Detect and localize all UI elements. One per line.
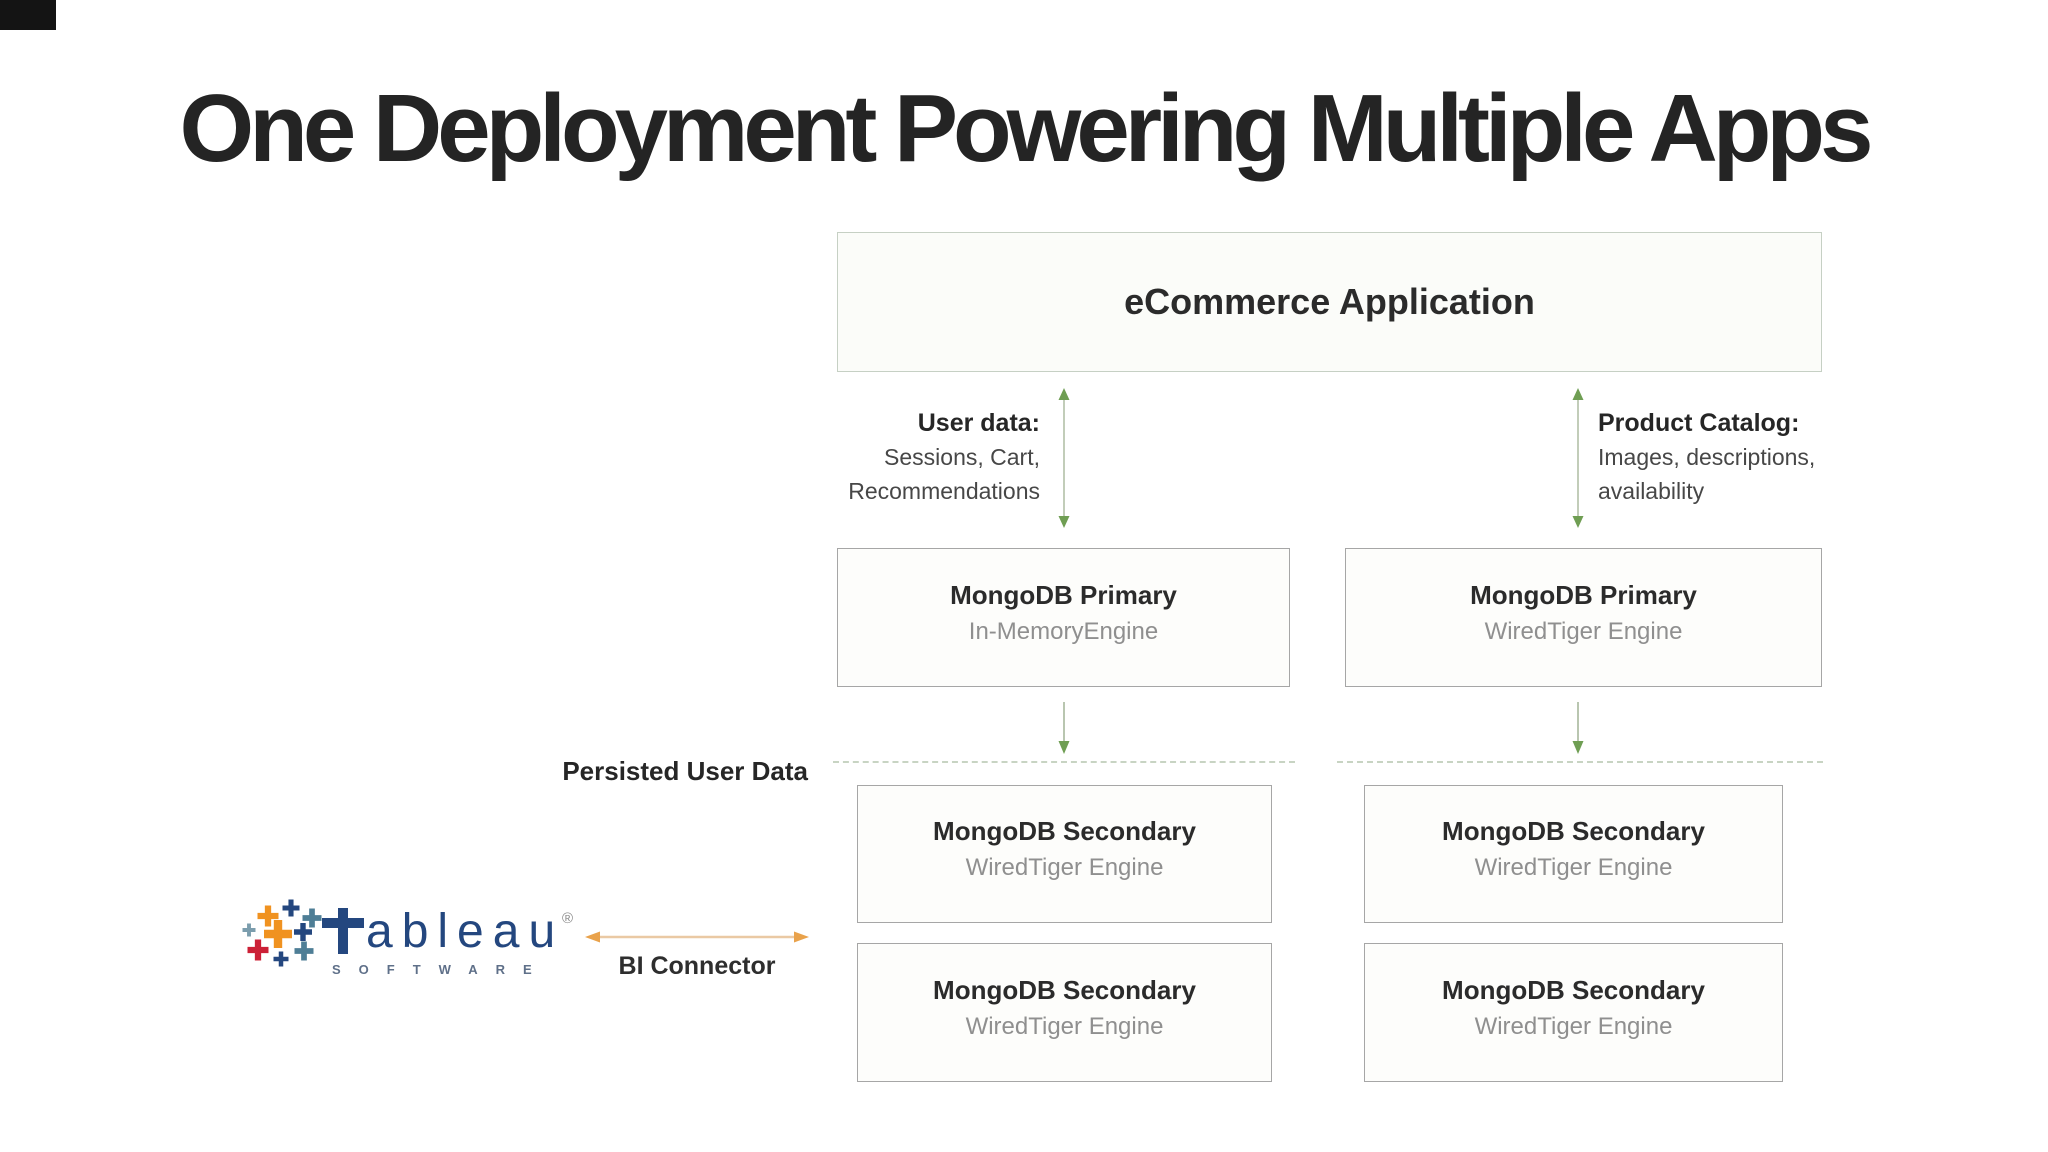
tableau-software-subtext: SOFTWARE: [332, 962, 550, 977]
tableau-registered-mark: ®: [562, 910, 574, 927]
mongodb-secondary-box-left-bottom: MongoDB Secondary WiredTiger Engine: [857, 943, 1272, 1082]
user-data-heading: User data:: [917, 409, 1040, 437]
user-data-updown-arrow-icon: [1058, 388, 1070, 528]
ecommerce-application-label: eCommerce Application: [1124, 281, 1535, 322]
product-catalog-heading: Product Catalog:: [1598, 409, 1800, 437]
secondary-engine: WiredTiger Engine: [1474, 1012, 1673, 1040]
mongodb-secondary-box-right-top: MongoDB Secondary WiredTiger Engine: [1364, 785, 1783, 923]
tableau-plus-burst-icon: [242, 899, 322, 967]
secondary-title: MongoDB Secondary: [933, 816, 1196, 846]
product-catalog-flow-label: Product Catalog: Images, descriptions, a…: [1598, 406, 2018, 508]
product-catalog-line1: Images, descriptions,: [1598, 444, 1816, 470]
mongodb-primary-inmemory-box: MongoDB Primary In-MemoryEngine: [837, 548, 1290, 687]
primary-right-engine: WiredTiger Engine: [1484, 617, 1683, 645]
primary-left-engine: In-MemoryEngine: [968, 617, 1159, 645]
user-data-line2: Recommendations: [848, 478, 1040, 504]
product-catalog-updown-arrow-icon: [1572, 388, 1584, 528]
mongodb-secondary-box-right-bottom: MongoDB Secondary WiredTiger Engine: [1364, 943, 1783, 1082]
bi-connector-arrow-icon: [585, 931, 809, 943]
product-catalog-line2: availability: [1598, 478, 1705, 504]
persisted-boundary-dash-right: [1337, 761, 1823, 763]
page-title: One Deployment Powering Multiple Apps: [179, 75, 1874, 182]
secondary-engine: WiredTiger Engine: [965, 854, 1164, 881]
secondary-engine: WiredTiger Engine: [965, 1012, 1164, 1040]
tableau-logo: ableau ® SOFTWARE: [236, 896, 596, 996]
secondary-title: MongoDB Secondary: [1442, 974, 1705, 1005]
bi-connector-label: BI Connector: [618, 952, 776, 980]
primary-left-title: MongoDB Primary: [950, 579, 1177, 610]
replication-down-arrow-right-icon: [1572, 702, 1584, 754]
persisted-user-data-label: Persisted User Data: [562, 756, 808, 786]
mongodb-secondary-box-left-top: MongoDB Secondary WiredTiger Engine: [857, 785, 1272, 923]
tableau-wordmark: ableau: [366, 905, 565, 958]
secondary-title: MongoDB Secondary: [933, 974, 1196, 1005]
top-left-corner-artifact: [0, 0, 56, 30]
tableau-t-plus-icon: [322, 908, 364, 954]
ecommerce-application-box: eCommerce Application: [837, 232, 1822, 372]
user-data-flow-label: User data: Sessions, Cart, Recommendatio…: [640, 406, 1040, 508]
replication-down-arrow-left-icon: [1058, 702, 1070, 754]
secondary-title: MongoDB Secondary: [1442, 816, 1705, 846]
user-data-line1: Sessions, Cart,: [884, 444, 1040, 470]
persisted-boundary-dash-left: [833, 761, 1295, 763]
mongodb-primary-wiredtiger-box: MongoDB Primary WiredTiger Engine: [1345, 548, 1822, 687]
secondary-engine: WiredTiger Engine: [1474, 854, 1673, 881]
primary-right-title: MongoDB Primary: [1470, 579, 1697, 610]
